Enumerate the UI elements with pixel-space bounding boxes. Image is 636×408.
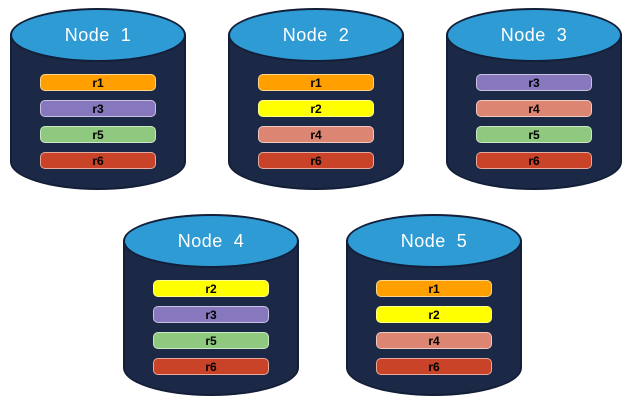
replica-bar-r6: r6	[40, 152, 156, 169]
replica-label: r4	[310, 127, 322, 142]
replica-label: r6	[92, 153, 104, 168]
cylinder-top: Node 5	[346, 214, 522, 268]
node-3: Node 3 r3 r4 r5 r6	[446, 8, 622, 190]
replica-label: r4	[428, 333, 440, 348]
replica-list: r1 r2 r4 r6	[258, 74, 374, 169]
replica-bar-r2: r2	[376, 306, 492, 323]
replica-bar-r6: r6	[476, 152, 592, 169]
replica-bar-r5: r5	[153, 332, 269, 349]
node-1: Node 1 r1 r3 r5 r6	[10, 8, 186, 190]
replica-bar-r1: r1	[258, 74, 374, 91]
replica-label: r5	[528, 127, 540, 142]
replica-label: r6	[205, 359, 217, 374]
replica-bar-r5: r5	[476, 126, 592, 143]
replica-bar-r4: r4	[258, 126, 374, 143]
replica-label: r2	[310, 101, 322, 116]
replica-bar-r6: r6	[258, 152, 374, 169]
replica-label: r6	[428, 359, 440, 374]
replica-bar-r2: r2	[258, 100, 374, 117]
replica-bar-r5: r5	[40, 126, 156, 143]
replica-label: r6	[310, 153, 322, 168]
replica-bar-r4: r4	[476, 100, 592, 117]
replica-bar-r6: r6	[153, 358, 269, 375]
replica-label: r3	[528, 75, 540, 90]
node-title: Node 2	[282, 24, 350, 45]
cylinder-top: Node 4	[123, 214, 299, 268]
replica-bar-r6: r6	[376, 358, 492, 375]
replica-bar-r1: r1	[40, 74, 156, 91]
replica-label: r5	[205, 333, 217, 348]
replica-list: r2 r3 r5 r6	[153, 280, 269, 375]
replica-label: r2	[205, 281, 217, 296]
replica-list: r3 r4 r5 r6	[476, 74, 592, 169]
replica-label: r2	[428, 307, 440, 322]
replica-bar-r3: r3	[40, 100, 156, 117]
node-title: Node 5	[400, 230, 468, 251]
replica-label: r1	[310, 75, 322, 90]
cylinder-top: Node 1	[10, 8, 186, 62]
replica-label: r1	[92, 75, 104, 90]
replica-label: r6	[528, 153, 540, 168]
replica-label: r1	[428, 281, 440, 296]
cylinder-top: Node 2	[228, 8, 404, 62]
cylinder-top: Node 3	[446, 8, 622, 62]
node-title: Node 4	[177, 230, 245, 251]
node-title: Node 3	[500, 24, 568, 45]
replica-bar-r4: r4	[376, 332, 492, 349]
replica-bar-r1: r1	[376, 280, 492, 297]
replica-label: r3	[92, 101, 104, 116]
node-4: Node 4 r2 r3 r5 r6	[123, 214, 299, 396]
replica-label: r4	[528, 101, 540, 116]
replica-bar-r3: r3	[153, 306, 269, 323]
replica-bar-r3: r3	[476, 74, 592, 91]
node-title: Node 1	[64, 24, 132, 45]
replica-label: r3	[205, 307, 217, 322]
replica-list: r1 r3 r5 r6	[40, 74, 156, 169]
replica-label: r5	[92, 127, 104, 142]
node-2: Node 2 r1 r2 r4 r6	[228, 8, 404, 190]
replica-bar-r2: r2	[153, 280, 269, 297]
replica-list: r1 r2 r4 r6	[376, 280, 492, 375]
node-5: Node 5 r1 r2 r4 r6	[346, 214, 522, 396]
